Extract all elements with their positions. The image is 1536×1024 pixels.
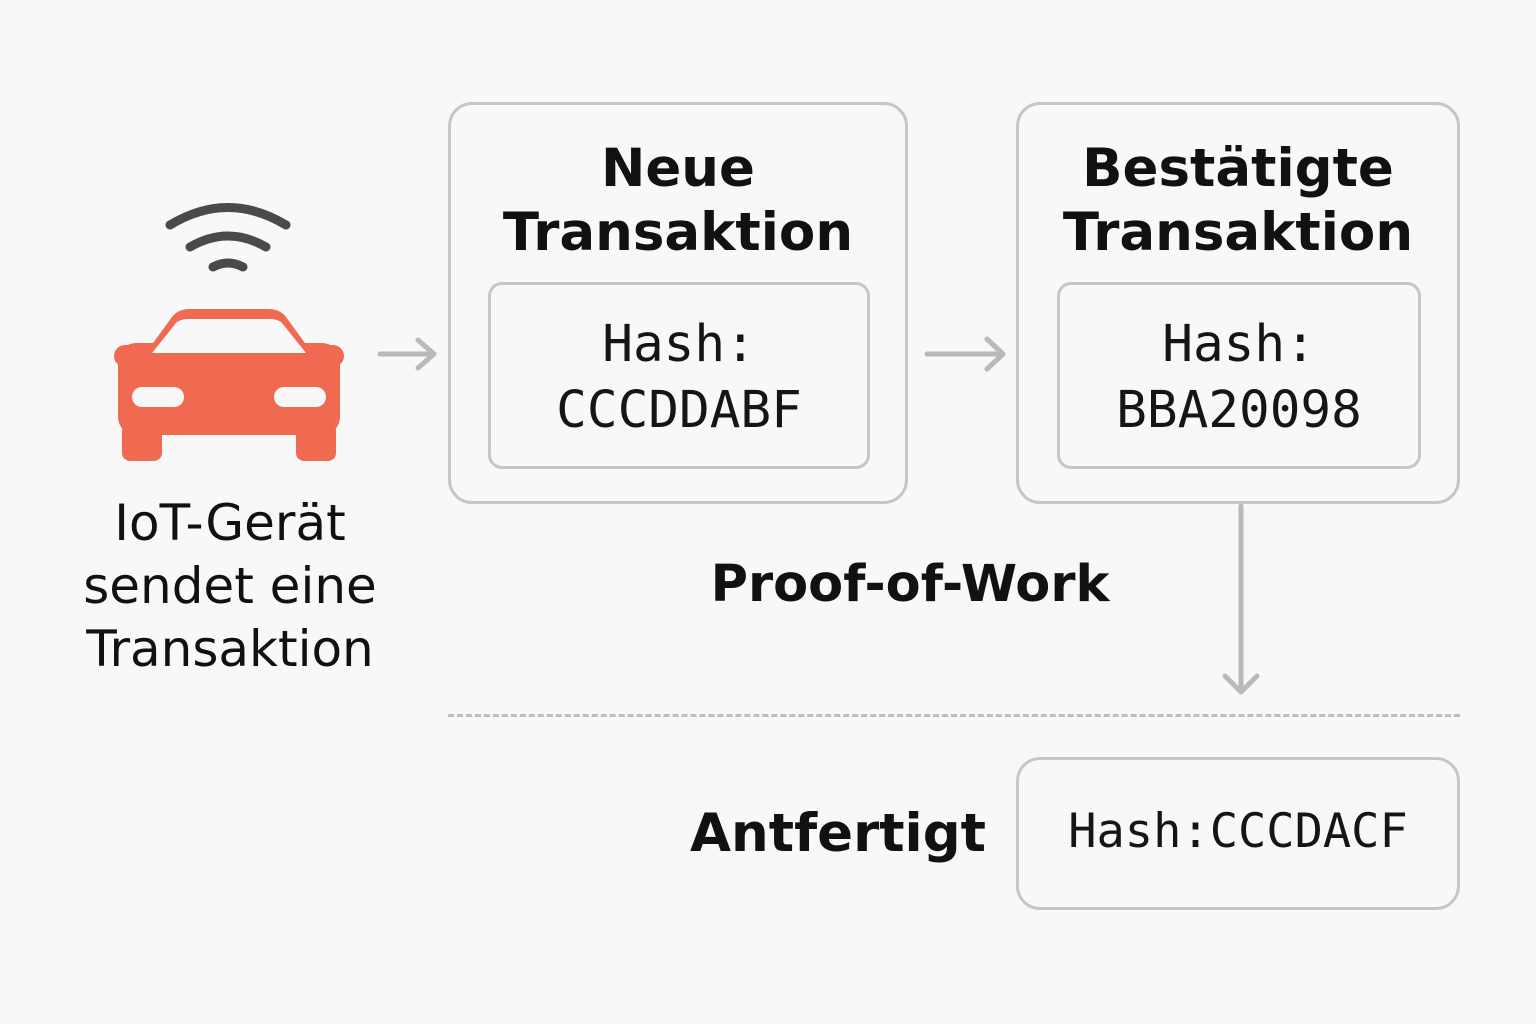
confirmed-transaction-hash: Hash: BBA20098 [1057,282,1421,469]
confirmed-transaction-title: Bestätigte Transaktion [1062,138,1414,263]
dashed-divider [448,714,1460,717]
proof-of-work-label: Proof-of-Work [710,555,1110,614]
device-label: IoT-Gerät sendet eine Transaktion [83,494,377,678]
new-transaction-hash: Hash: CCCDDABF [488,282,870,469]
wifi-signal-icon [165,203,291,272]
car-icon [114,203,344,461]
confirmed-transaction-box: Bestätigte Transaktion Hash: BBA20098 [1016,102,1460,504]
arrow-new-to-confirmed [924,336,1006,372]
final-hash: Hash:CCCDACF [1068,804,1408,859]
arrow-device-to-new [377,337,437,371]
final-label: Antfertigt [690,803,987,864]
arrow-confirmed-down [1222,503,1260,695]
new-transaction-box: Neue Transaktion Hash: CCCDDABF [448,102,908,504]
new-transaction-title: Neue Transaktion [502,138,854,263]
final-hash-box: Hash:CCCDACF [1016,757,1460,910]
iot-device [100,195,360,475]
